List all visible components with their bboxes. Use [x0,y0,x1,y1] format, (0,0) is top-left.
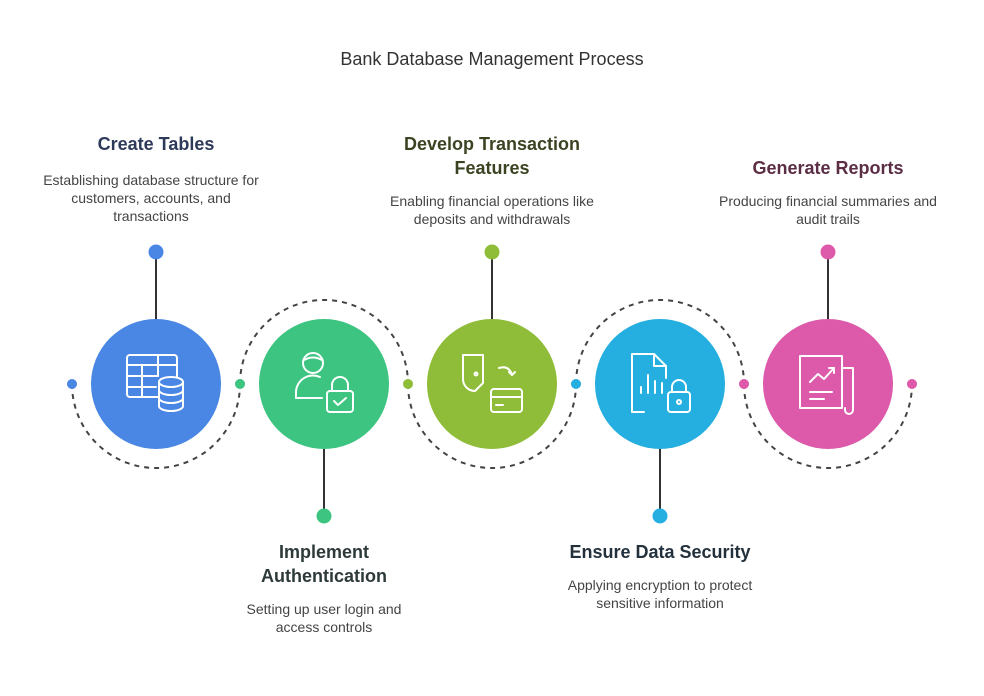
step-title-develop-transaction-features: Develop Transaction Features [403,134,581,178]
table-database-icon [126,354,184,412]
step-title-create-tables: Create Tables [97,134,215,154]
junction-dot-5 [739,379,749,389]
junction-dots [67,379,917,389]
stems [155,252,829,516]
connector-arc-5 [743,383,913,469]
stem-dot-5 [820,244,836,260]
step-title-generate-reports: Generate Reports [752,158,904,178]
step-circle-2 [259,319,389,449]
step-circle-5 [763,319,893,449]
step-title-ensure-data-security: Ensure Data Security [569,542,751,562]
junction-dot-1 [67,379,77,389]
step-desc-implement-authentication: Setting up user login and access control… [246,601,402,635]
connector-arc-4 [575,299,745,385]
step-circle-3 [427,319,557,449]
step-circle-1 [91,319,221,449]
dashed-connectors [71,299,913,469]
stem-dot-3 [484,244,500,260]
connector-arc-1 [71,383,241,469]
step-circle-4 [595,319,725,449]
stem-dot-2 [316,508,332,524]
connector-arc-2 [239,299,409,385]
step-desc-ensure-data-security: Applying encryption to protect sensitive… [567,577,753,611]
junction-dot-4 [571,379,581,389]
stem-dots [148,244,836,524]
chart-lock-icon [631,353,691,413]
wallet-card-icon [462,354,523,413]
stem-dot-1 [148,244,164,260]
junction-dot-6 [907,379,917,389]
user-lock-icon [295,352,354,413]
diagram-title: Bank Database Management Process [340,49,644,69]
step-desc-develop-transaction-features: Enabling financial operations like depos… [390,193,594,227]
step-desc-generate-reports: Producing financial summaries and audit … [719,193,937,227]
connector-arc-3 [407,383,577,469]
junction-dot-3 [403,379,413,389]
step-title-implement-authentication: Implement Authentication [261,542,387,586]
step-circles [91,319,893,449]
report-trend-icon [799,355,854,415]
junction-dot-2 [235,379,245,389]
stem-dot-4 [652,508,668,524]
step-desc-create-tables: Establishing database structure for cust… [43,172,259,224]
